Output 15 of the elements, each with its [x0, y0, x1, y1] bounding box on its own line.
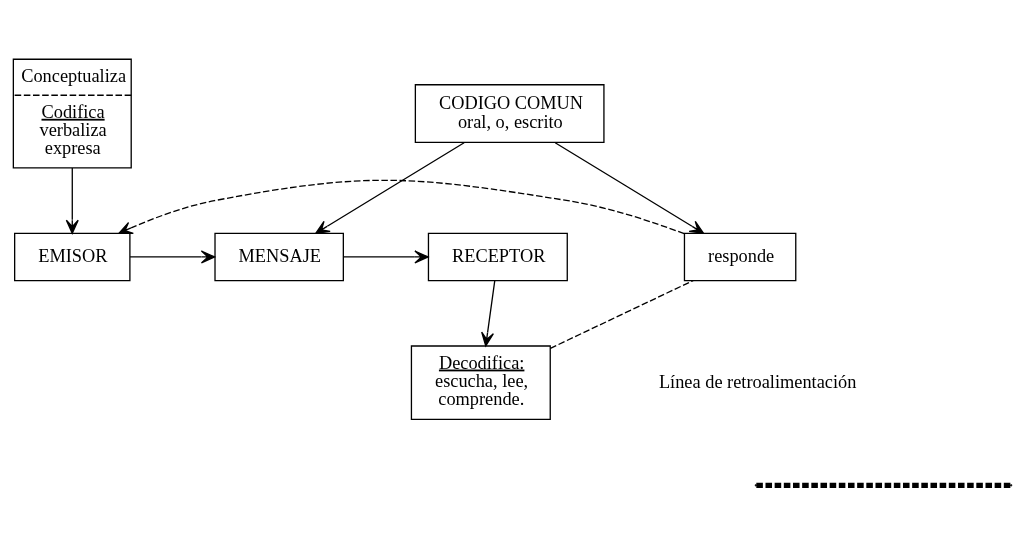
arrow	[315, 142, 465, 234]
node-box: CODIGO COMUN oral, o, escrito	[414, 84, 605, 144]
node-box: RECEPTOR	[427, 232, 568, 282]
arrow	[129, 250, 216, 264]
node-box: responde	[683, 232, 797, 282]
arrow	[343, 250, 429, 264]
node-box: Decodifica: escucha, lee, comprende.	[410, 345, 551, 420]
connector	[549, 279, 694, 349]
legend-label: Línea de retroalimentación	[658, 371, 857, 392]
arrow	[554, 142, 705, 234]
arrow	[65, 167, 79, 234]
arrow	[481, 280, 496, 347]
node-box: MENSAJE	[214, 232, 344, 282]
arrow	[118, 179, 685, 235]
node-box: EMISOR	[14, 232, 131, 282]
